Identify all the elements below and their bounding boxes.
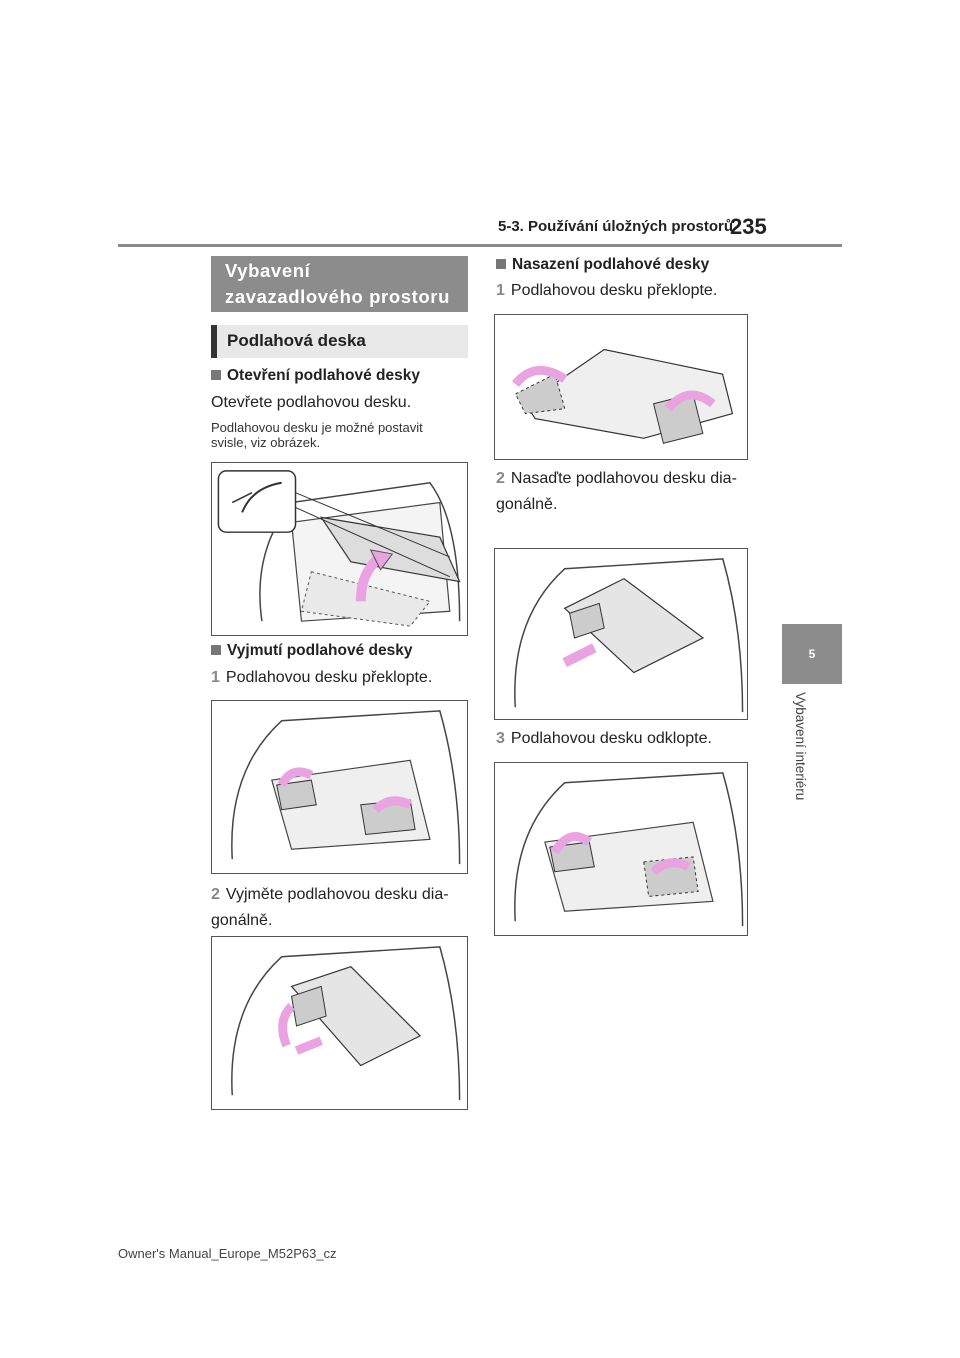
flip-arrow-icon	[372, 796, 413, 814]
step-text: Podlahovou desku překlopte.	[225, 669, 433, 686]
sub-heading: Podlahová deska	[211, 325, 468, 358]
header-rule	[118, 244, 842, 247]
figure-install-diagonal	[494, 548, 748, 720]
remove-title: Vyjmutí podlahové desky	[211, 642, 412, 660]
bullet-square	[211, 644, 221, 655]
section-title: 5-3. Používání úložných prostorů	[498, 218, 734, 235]
open-text: Otevřete podlahovou desku.	[211, 394, 412, 411]
step-number: 1	[211, 669, 220, 686]
figure-install-unfold	[494, 762, 748, 936]
figure-install-flip	[494, 314, 748, 460]
install-title-text: Nasazení podlahové desky	[512, 256, 710, 273]
flip-arrow-icon	[277, 767, 314, 788]
figure-install-diagonal-illustration	[514, 558, 744, 713]
remove-title-text: Vyjmutí podlahové desky	[227, 642, 413, 659]
figure-remove-flip-illustration	[231, 710, 461, 865]
open-title: Otevření podlahové desky	[211, 367, 420, 385]
step-number: 2	[211, 886, 220, 903]
chapter-tab: 5	[782, 624, 842, 684]
zoom-inset	[217, 470, 297, 533]
install-step-1: 1 Podlahovou desku překlopte.	[496, 278, 717, 304]
unfold-arrow-icon	[650, 858, 691, 876]
chapter-title: Vybavení interiéru	[793, 692, 808, 801]
remove-step-1: 1 Podlahovou desku překlopte.	[211, 665, 432, 691]
bullet-square	[496, 258, 506, 269]
footer-text: Owner's Manual_Europe_M52P63_cz	[118, 1246, 337, 1261]
figure-remove-diagonal-illustration	[231, 946, 461, 1101]
flip-arrow-icon	[664, 390, 716, 412]
figure-install-unfold-illustration	[514, 772, 744, 927]
open-note: Podlahovou desku je možné postavit svisl…	[211, 420, 423, 450]
figure-remove-flip	[211, 700, 468, 874]
step-number: 2	[496, 470, 505, 487]
step-number: 3	[496, 730, 505, 747]
page-number: 235	[730, 214, 767, 239]
install-step-3: 3 Podlahovou desku odklopte.	[496, 726, 712, 752]
step-text: Nasaďte podlahovou desku dia-gonálně.	[496, 470, 737, 513]
figure-open-illustration	[217, 470, 461, 627]
step-text: Podlahovou desku odklopte.	[510, 730, 712, 747]
insert-arrow-icon	[562, 643, 597, 668]
figure-open-deck	[211, 462, 468, 636]
install-title: Nasazení podlahové desky	[496, 256, 709, 274]
bullet-square	[211, 369, 221, 380]
step-number: 1	[496, 282, 505, 299]
figure-remove-diagonal	[211, 936, 468, 1110]
step-text: Vyjměte podlahovou desku dia-gonálně.	[211, 886, 449, 929]
step-text: Podlahovou desku překlopte.	[510, 282, 718, 299]
slide-arrow-icon	[294, 1036, 323, 1055]
flip-arrow-icon	[512, 366, 568, 388]
unfold-arrow-icon	[550, 832, 593, 855]
figure-install-flip-illustration	[512, 348, 734, 444]
open-title-text: Otevření podlahové desky	[227, 367, 420, 384]
lift-arrow-icon	[278, 1003, 295, 1048]
main-heading: Vybavení zavazadlového prostoru	[211, 256, 468, 312]
